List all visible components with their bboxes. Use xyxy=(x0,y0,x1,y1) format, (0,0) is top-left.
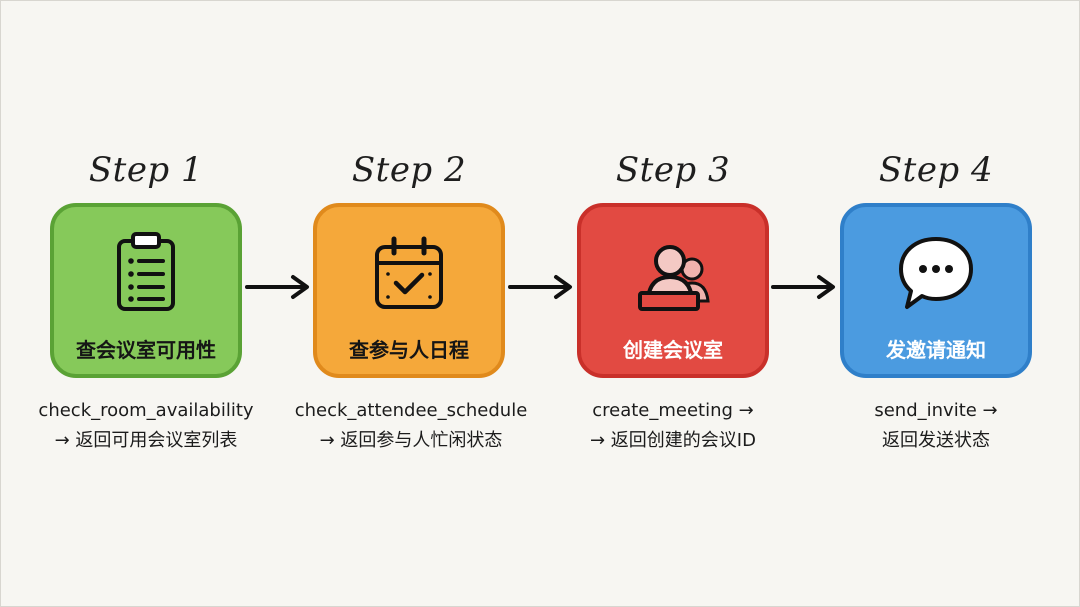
step-1-label: 查会议室可用性 xyxy=(76,338,216,362)
step-3-function-name: create_meeting → xyxy=(592,400,754,421)
step-2-description: check_attendee_schedule → 返回参与人忙闲状态 xyxy=(286,396,536,456)
step-4-return-text: 返回发送状态 xyxy=(882,430,990,451)
meeting-people-icon xyxy=(638,245,710,311)
clipboard-checklist-icon xyxy=(117,232,175,311)
step-1-card: 查会议室可用性 xyxy=(50,203,242,378)
step-3-description: create_meeting → → 返回创建的会议ID xyxy=(548,396,798,456)
step-3-return-text: → 返回创建的会议ID xyxy=(590,430,756,451)
chat-bubble-icon xyxy=(899,237,973,309)
step-3-title: Step 3 xyxy=(615,150,731,190)
step-2-card: 查参与人日程 xyxy=(313,203,505,378)
step-4-function-name: send_invite → xyxy=(874,400,998,421)
arrow-right-icon xyxy=(245,275,309,299)
step-2-title: Step 2 xyxy=(351,150,467,190)
arrow-right-icon xyxy=(508,275,572,299)
step-3-card: 创建会议室 xyxy=(577,203,769,378)
step-1-description: check_room_availability → 返回可用会议室列表 xyxy=(21,396,271,456)
step-2-function-name: check_attendee_schedule xyxy=(294,400,528,421)
step-1-function-name: check_room_availability xyxy=(38,400,254,421)
step-1-title: Step 1 xyxy=(88,150,204,190)
step-2-return-text: → 返回参与人忙闲状态 xyxy=(319,430,503,451)
step-4-label: 发邀请通知 xyxy=(886,338,986,362)
step-4-card: 发邀请通知 xyxy=(840,203,1032,378)
step-1-return-text: → 返回可用会议室列表 xyxy=(54,430,238,451)
step-4-title: Step 4 xyxy=(878,150,994,190)
step-4-description: send_invite → 返回发送状态 xyxy=(811,396,1061,456)
calendar-check-icon xyxy=(375,236,443,309)
step-3-label: 创建会议室 xyxy=(623,338,723,362)
step-2-label: 查参与人日程 xyxy=(349,338,469,362)
arrow-right-icon xyxy=(771,275,835,299)
